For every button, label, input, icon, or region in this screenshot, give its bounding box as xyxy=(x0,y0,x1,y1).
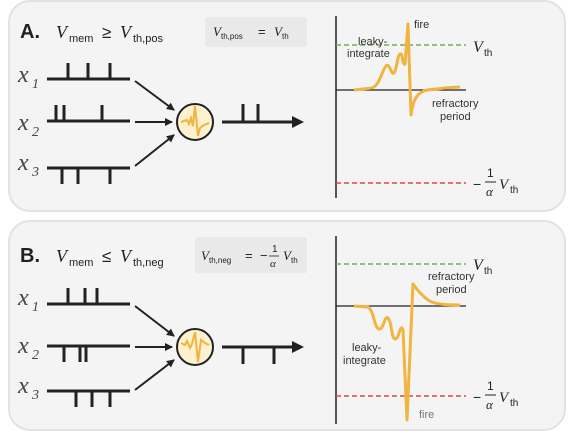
b-neuron xyxy=(176,328,214,366)
b-cond-th-sub: th,neg xyxy=(133,257,164,269)
b-output-arrowhead xyxy=(292,341,304,353)
b-box-eq: = xyxy=(245,248,253,263)
a-threshold-box xyxy=(205,17,307,47)
a-cond-mem: mem xyxy=(69,33,93,45)
a-box-right-v: V xyxy=(274,24,284,39)
a-output-train xyxy=(222,104,294,124)
b-input-x3: x xyxy=(17,373,29,399)
a-label-fire: fire xyxy=(414,19,429,31)
a-vth-label-sub: th xyxy=(484,48,492,59)
b-box-minus: − xyxy=(260,248,268,263)
b-input-x1-sub: 1 xyxy=(32,300,39,315)
a-input-x2: x xyxy=(17,110,29,136)
a-neg-v: V xyxy=(499,177,510,193)
b-label-leaky: leaky- xyxy=(352,342,382,354)
a-cond-op: ≥ xyxy=(102,23,111,42)
a-label-integrate: integrate xyxy=(347,48,390,60)
a-input-x3-sub: 3 xyxy=(31,165,39,180)
a-cond-v: V xyxy=(56,22,69,42)
a-input-x2-sub: 2 xyxy=(32,125,39,140)
b-label-fire: fire xyxy=(419,409,434,421)
b-neuron-trace xyxy=(180,331,210,363)
b-label-refractory: refractory xyxy=(428,271,475,283)
b-label-integrate: integrate xyxy=(343,355,386,367)
a-vth-label-v: V xyxy=(473,39,485,56)
a-box-eq: = xyxy=(258,24,266,39)
a-label-leaky: leaky- xyxy=(358,36,388,48)
a-cond-vth: V xyxy=(120,22,133,42)
a-neg-num: 1 xyxy=(487,166,494,180)
b-box-right-v: V xyxy=(283,248,293,263)
b-label-period: period xyxy=(436,284,467,296)
a-label-period: period xyxy=(440,111,471,123)
b-box-left-v: V xyxy=(201,248,211,263)
a-spike-trains xyxy=(47,63,130,184)
b-cond-vth: V xyxy=(120,246,133,266)
b-membrane-trace xyxy=(353,282,461,422)
b-vth-label-v: V xyxy=(473,257,485,274)
panel-a-letter: A. xyxy=(20,21,40,43)
a-input-x1: x xyxy=(17,62,29,88)
b-box-den: α xyxy=(270,258,276,270)
a-output-arrowhead xyxy=(292,116,304,128)
a-box-left-sub: th,pos xyxy=(221,32,243,41)
a-box-left-v: V xyxy=(213,24,223,39)
a-neuron xyxy=(176,103,214,141)
b-vth-label-sub: th xyxy=(484,266,492,277)
b-cond-mem: mem xyxy=(69,257,93,269)
b-box-right-sub: th xyxy=(291,256,298,265)
b-neg-sub: th xyxy=(510,398,518,409)
b-neg-v: V xyxy=(499,390,510,406)
a-input-x3: x xyxy=(17,150,29,176)
b-box-num: 1 xyxy=(272,244,278,255)
b-cond-op: ≤ xyxy=(102,247,111,266)
b-neg-num: 1 xyxy=(487,379,494,393)
a-input-x1-sub: 1 xyxy=(32,77,39,92)
b-input-arrows xyxy=(134,305,175,391)
b-input-x2: x xyxy=(17,333,29,359)
b-neg-den: α xyxy=(486,397,494,412)
b-cond-v: V xyxy=(56,246,69,266)
b-input-x2-sub: 2 xyxy=(32,348,39,363)
b-spike-trains xyxy=(47,288,130,407)
b-input-x1: x xyxy=(17,285,29,311)
a-box-right-sub: th xyxy=(282,32,289,41)
a-cond-th-sub: th,pos xyxy=(133,33,163,45)
a-neg-minus: − xyxy=(473,176,481,192)
a-neg-den: α xyxy=(486,184,494,199)
a-membrane-trace xyxy=(353,22,461,117)
b-input-x3-sub: 3 xyxy=(31,388,39,403)
a-neg-sub: th xyxy=(510,185,518,196)
b-box-left-sub: th,neg xyxy=(209,256,231,265)
a-neuron-trace xyxy=(180,105,210,137)
b-threshold-box xyxy=(195,237,307,273)
panel-b-letter: B. xyxy=(20,245,40,267)
b-output-train xyxy=(222,345,294,364)
b-neg-minus: − xyxy=(473,389,481,405)
a-input-arrows xyxy=(134,80,175,167)
a-label-refractory: refractory xyxy=(432,98,479,110)
